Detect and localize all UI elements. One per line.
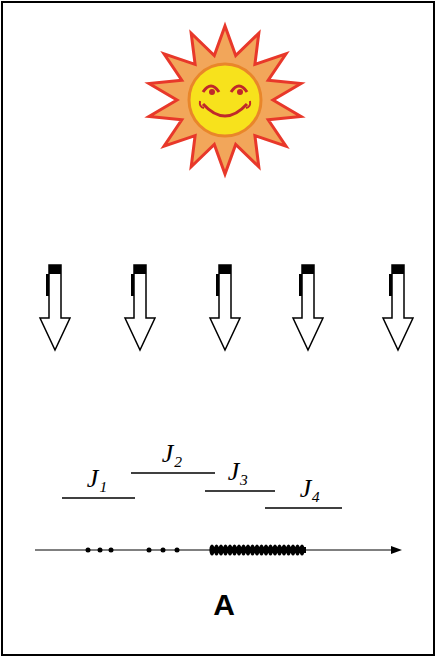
dense-dot	[218, 545, 223, 556]
dense-dot	[223, 545, 228, 556]
arrow-shade	[389, 274, 392, 296]
dense-dot	[277, 545, 282, 556]
dense-dot	[227, 545, 232, 556]
arrow-body	[40, 265, 70, 350]
dense-dot	[290, 545, 295, 556]
dense-dot	[272, 545, 277, 556]
light-arrow	[125, 265, 155, 350]
dense-band	[209, 545, 306, 556]
dot	[175, 548, 180, 553]
level-label: J₄	[300, 476, 321, 502]
arrow-body	[210, 265, 240, 350]
sun-pupil	[237, 89, 243, 95]
dense-dot	[263, 545, 268, 556]
sun-figure	[149, 26, 301, 174]
level-line	[205, 490, 275, 492]
dense-dot	[214, 545, 219, 556]
arrow-cap	[302, 265, 314, 274]
arrow-body	[125, 265, 155, 350]
arrow-body	[293, 265, 323, 350]
level-label: J₂	[162, 441, 183, 467]
dense-dot	[295, 545, 300, 556]
dot	[109, 548, 114, 553]
arrow-shade	[216, 274, 219, 296]
level-line	[131, 472, 215, 474]
arrow-shade	[131, 274, 134, 296]
dot	[98, 548, 103, 553]
arrow-cap	[219, 265, 231, 274]
dense-dot	[259, 545, 264, 556]
light-arrow	[210, 265, 240, 350]
light-arrow	[383, 265, 413, 350]
arrow-cap	[392, 265, 404, 274]
sun-smile	[203, 104, 247, 116]
level-line	[62, 497, 135, 499]
sun-pupil	[209, 89, 215, 95]
dense-dot	[268, 545, 273, 556]
sun-dimple	[246, 101, 250, 108]
axis	[35, 545, 402, 556]
dense-dot	[241, 545, 246, 556]
light-arrow	[293, 265, 323, 350]
sun-face	[189, 64, 261, 136]
dense-dot	[236, 545, 241, 556]
light-arrow	[40, 265, 70, 350]
sun-rays	[149, 26, 301, 174]
level-label: J₃	[228, 459, 249, 485]
dense-dot	[299, 545, 304, 556]
dot	[161, 548, 166, 553]
arrow-cap	[49, 265, 61, 274]
arrow-shade	[299, 274, 302, 296]
dense-dot	[232, 545, 237, 556]
arrow-shade	[46, 274, 49, 296]
dense-dot	[209, 545, 214, 556]
dot	[86, 548, 91, 553]
dense-dot	[286, 545, 291, 556]
arrow-body	[383, 265, 413, 350]
dense-dot	[245, 545, 250, 556]
arrow-cap	[134, 265, 146, 274]
dense-dot	[250, 545, 255, 556]
axis-head	[391, 546, 402, 554]
panel-letter: A	[213, 590, 235, 620]
dense-dot	[254, 545, 259, 556]
dot	[147, 548, 152, 553]
light-arrows	[40, 265, 413, 350]
level-line	[265, 507, 342, 509]
sun-dimple	[200, 101, 204, 108]
dense-dot	[281, 545, 286, 556]
level-label: J₁	[87, 466, 108, 492]
